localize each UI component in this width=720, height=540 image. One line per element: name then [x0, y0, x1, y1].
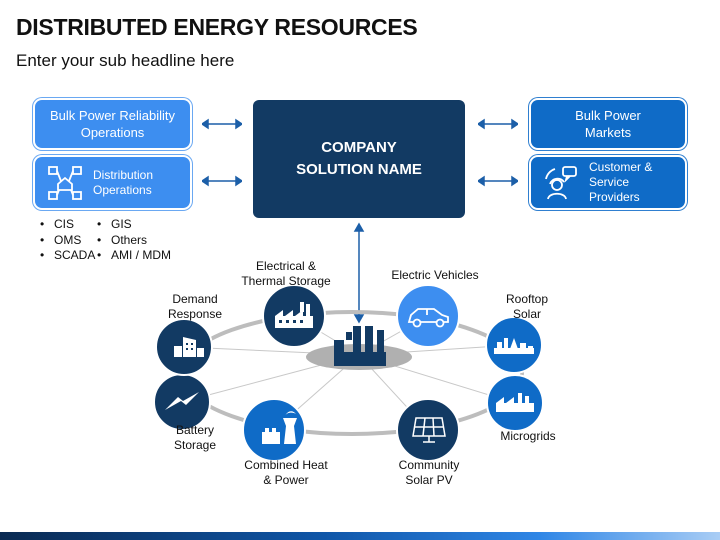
bulk-power-markets-box: Bulk Power Markets: [531, 100, 685, 148]
list-item: SCADA: [40, 248, 95, 264]
label-electrical-thermal-storage: Electrical &Thermal Storage: [241, 259, 331, 288]
car-icon: [407, 308, 449, 328]
node-microgrids: [486, 374, 544, 432]
label-electric-vehicles: Electric Vehicles: [391, 268, 479, 282]
node-battery-storage: [153, 373, 211, 431]
distribution-operations-box: Distribution Operations: [35, 157, 190, 208]
customer-service-providers-box: Customer & Service Providers: [531, 157, 685, 208]
list-item: GIS: [97, 217, 171, 233]
company-line: COMPANY: [321, 139, 397, 156]
distribution-operations-label: Distribution Operations: [93, 167, 154, 197]
node-electric-vehicles: [396, 284, 460, 348]
bulk-power-markets-label: Bulk Power Markets: [575, 108, 641, 140]
node-demand-response: [155, 318, 213, 376]
customer-service-icon: [545, 165, 577, 199]
node-community-solar-pv: [396, 398, 460, 462]
list-item: AMI / MDM: [97, 248, 171, 264]
footer-gradient-bar: [0, 532, 720, 540]
bulk-power-reliability-label: Bulk Power Reliability Operations: [50, 108, 175, 140]
cooling-tower-icon: [262, 411, 297, 444]
arrow-center-to-markets: [478, 118, 518, 130]
list-item: Others: [97, 233, 171, 249]
industrial-plant-icon: [496, 393, 534, 412]
city-skyline-icon: [494, 338, 534, 354]
node-electrical-thermal-storage: [262, 284, 326, 348]
distribution-network-icon: [48, 165, 82, 200]
label-combined-heat-power: Combined Heat& Power: [244, 458, 328, 487]
arrow-reliability-to-center: [202, 118, 242, 130]
list-item: OMS: [40, 233, 95, 249]
company-solution-box: COMPANY SOLUTION NAME: [253, 100, 465, 218]
label-microgrids: Microgrids: [500, 429, 556, 443]
node-combined-heat-power: [242, 398, 306, 462]
solar-panel-icon: [412, 417, 446, 443]
arrow-distribution-to-center: [202, 175, 242, 187]
bulk-power-reliability-box: Bulk Power Reliability Operations: [35, 100, 190, 148]
systems-list-col2: GIS Others AMI / MDM: [97, 217, 171, 264]
power-plant-icon: [334, 326, 386, 366]
buildings-icon: [174, 337, 204, 357]
customer-service-providers-label: Customer & Service Providers: [589, 160, 653, 204]
node-rooftop-solar: [485, 316, 543, 374]
page-subtitle: Enter your sub headline here: [16, 51, 235, 70]
systems-list-col1: CIS OMS SCADA: [40, 217, 95, 264]
arrow-center-to-customers: [478, 175, 518, 187]
list-item: CIS: [40, 217, 95, 233]
factory-icon: [275, 302, 313, 328]
lightning-bolt-icon: [165, 392, 199, 410]
page-title: DISTRIBUTED ENERGY RESOURCES: [16, 14, 418, 40]
solution-name-line: SOLUTION NAME: [296, 161, 422, 178]
outer-ring: [180, 310, 524, 436]
arrow-center-to-hub: [353, 222, 365, 324]
